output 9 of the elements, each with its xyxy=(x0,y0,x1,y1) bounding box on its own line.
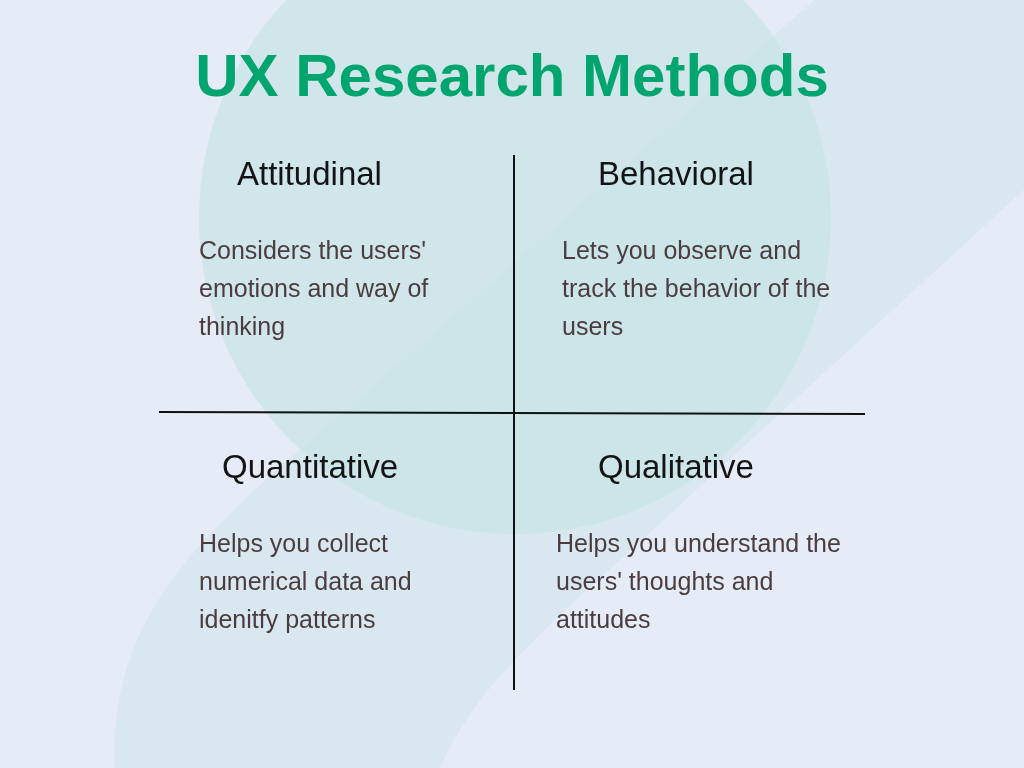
quadrant-heading: Quantitative xyxy=(222,447,399,487)
quadrant-heading: Qualitative xyxy=(598,447,754,487)
quadrant-heading: Behavioral xyxy=(598,154,754,194)
quadrant-heading: Attitudinal xyxy=(237,154,382,194)
quadrant-description: Lets you observe and track the behavior of the users xyxy=(562,235,832,342)
title: UX Research Methods xyxy=(194,41,830,111)
quadrant-description: Helps you understand the users' thoughts and attitudes xyxy=(556,528,842,635)
quadrant-description: Helps you collect numerical data and idenitfy patterns xyxy=(199,528,413,635)
quadrant-description: Considers the users' emotions and way of thinking xyxy=(199,235,430,342)
